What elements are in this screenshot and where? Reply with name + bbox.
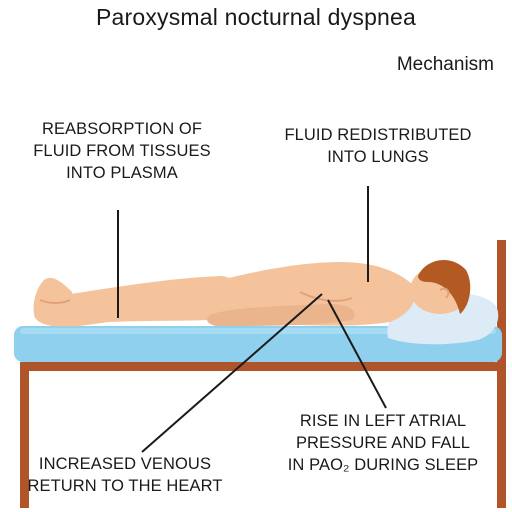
label-fluid-redistributed: FLUID REDISTRIBUTED INTO LUNGS — [254, 124, 502, 168]
label-reabsorption-line: FLUID FROM TISSUES — [33, 142, 211, 160]
bed-frame — [20, 240, 506, 508]
label-increased-venous-return: INCREASED VENOUS RETURN TO THE HEART — [0, 453, 250, 497]
mattress-highlight — [20, 328, 496, 334]
patient-legs — [66, 276, 243, 327]
label-reabsorption: REABSORPTION OF FLUID FROM TISSUES INTO … — [10, 118, 234, 184]
label-redistributed-line: FLUID REDISTRIBUTED — [284, 126, 472, 144]
mattress — [14, 326, 502, 362]
label-atrial-line: PRESSURE AND FALL — [295, 434, 471, 452]
label-atrial-line: RISE IN LEFT ATRIAL — [299, 412, 467, 430]
pillow — [387, 292, 499, 345]
leader-line-venous-return — [141, 293, 323, 453]
label-left-atrial-pressure: RISE IN LEFT ATRIAL PRESSURE AND FALL IN… — [258, 410, 508, 476]
bed-headboard-post — [497, 240, 506, 508]
label-venous-line: RETURN TO THE HEART — [27, 477, 223, 495]
leader-line-atrial-pressure — [327, 299, 387, 409]
label-venous-line: INCREASED VENOUS — [38, 455, 212, 473]
patient-ear — [439, 287, 450, 299]
patient-hair — [418, 259, 471, 314]
label-redistributed-line: INTO LUNGS — [327, 148, 429, 166]
torso-shadow — [299, 291, 353, 302]
foot-shadow — [39, 299, 71, 304]
label-reabsorption-line: REABSORPTION OF — [41, 120, 203, 138]
bed-footboard-post — [20, 362, 29, 508]
diagram-title: Paroxysmal nocturnal dyspnea — [95, 4, 417, 30]
label-atrial-line: IN PaO₂ DURING SLEEP — [287, 456, 479, 474]
diagram-subtitle: Mechanism — [396, 54, 494, 75]
label-reabsorption-line: INTO PLASMA — [66, 164, 178, 182]
patient-arm — [207, 304, 355, 326]
bed-side-rail — [20, 362, 506, 371]
